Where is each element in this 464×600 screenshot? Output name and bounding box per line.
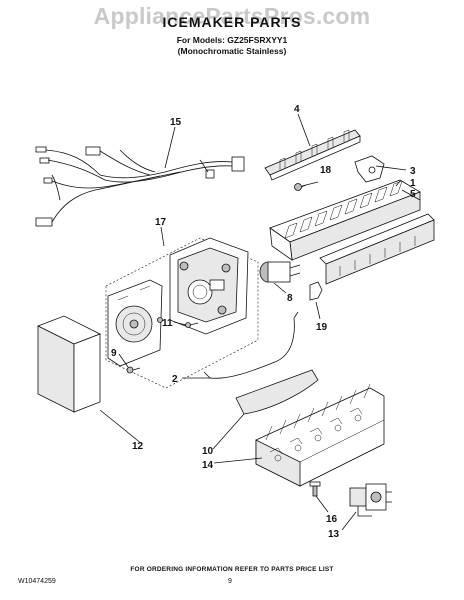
callout-9: 9 <box>111 348 117 359</box>
shutoff-arm-bracket-part <box>354 155 385 183</box>
callout-2: 2 <box>172 374 178 385</box>
callout-15: 15 <box>170 117 182 128</box>
callout-12: 12 <box>132 441 144 452</box>
callout-10: 10 <box>202 446 214 457</box>
module-cover-part <box>37 315 101 413</box>
callout-4: 4 <box>294 104 300 115</box>
wire-harness-part <box>35 146 245 227</box>
callout-18: 18 <box>320 165 332 176</box>
ice-mold-part <box>269 179 421 261</box>
ice-stripper-part <box>264 129 361 181</box>
diagram-title: ICEMAKER PARTS <box>162 14 302 30</box>
callout-14: 14 <box>202 460 214 471</box>
callout-3: 3 <box>410 166 416 177</box>
leader-lines <box>99 113 421 531</box>
screw-18-part <box>294 183 307 191</box>
callout-1: 1 <box>410 178 416 189</box>
watermark: AppliancePartsPros.com <box>93 3 371 29</box>
screw-9-part <box>126 366 141 374</box>
callout-13: 13 <box>328 529 340 540</box>
control-module-group <box>105 237 259 389</box>
shutoff-arm-part <box>203 311 299 379</box>
callout-5: 5 <box>410 189 416 200</box>
variant-line: (Monochromatic Stainless) <box>177 46 287 56</box>
callout-11: 11 <box>162 318 173 329</box>
water-fill-cup-part <box>235 369 319 415</box>
water-valve-part <box>349 483 392 517</box>
document-number: W10474259 <box>18 578 56 585</box>
ice-bucket-frame-part <box>255 383 385 487</box>
callout-16: 16 <box>326 514 338 525</box>
clip-19-part <box>309 281 323 301</box>
thermostat-part <box>259 261 301 283</box>
ordering-footer: FOR ORDERING INFORMATION REFER TO PARTS … <box>130 566 334 573</box>
mold-heater-part <box>319 213 435 285</box>
callout-19: 19 <box>316 322 328 333</box>
callout-17: 17 <box>155 217 167 228</box>
page-number: 9 <box>228 578 232 585</box>
screw-16-part <box>309 481 321 497</box>
callout-8: 8 <box>287 293 293 304</box>
model-line: For Models: GZ25FSRXYY1 <box>176 35 288 45</box>
